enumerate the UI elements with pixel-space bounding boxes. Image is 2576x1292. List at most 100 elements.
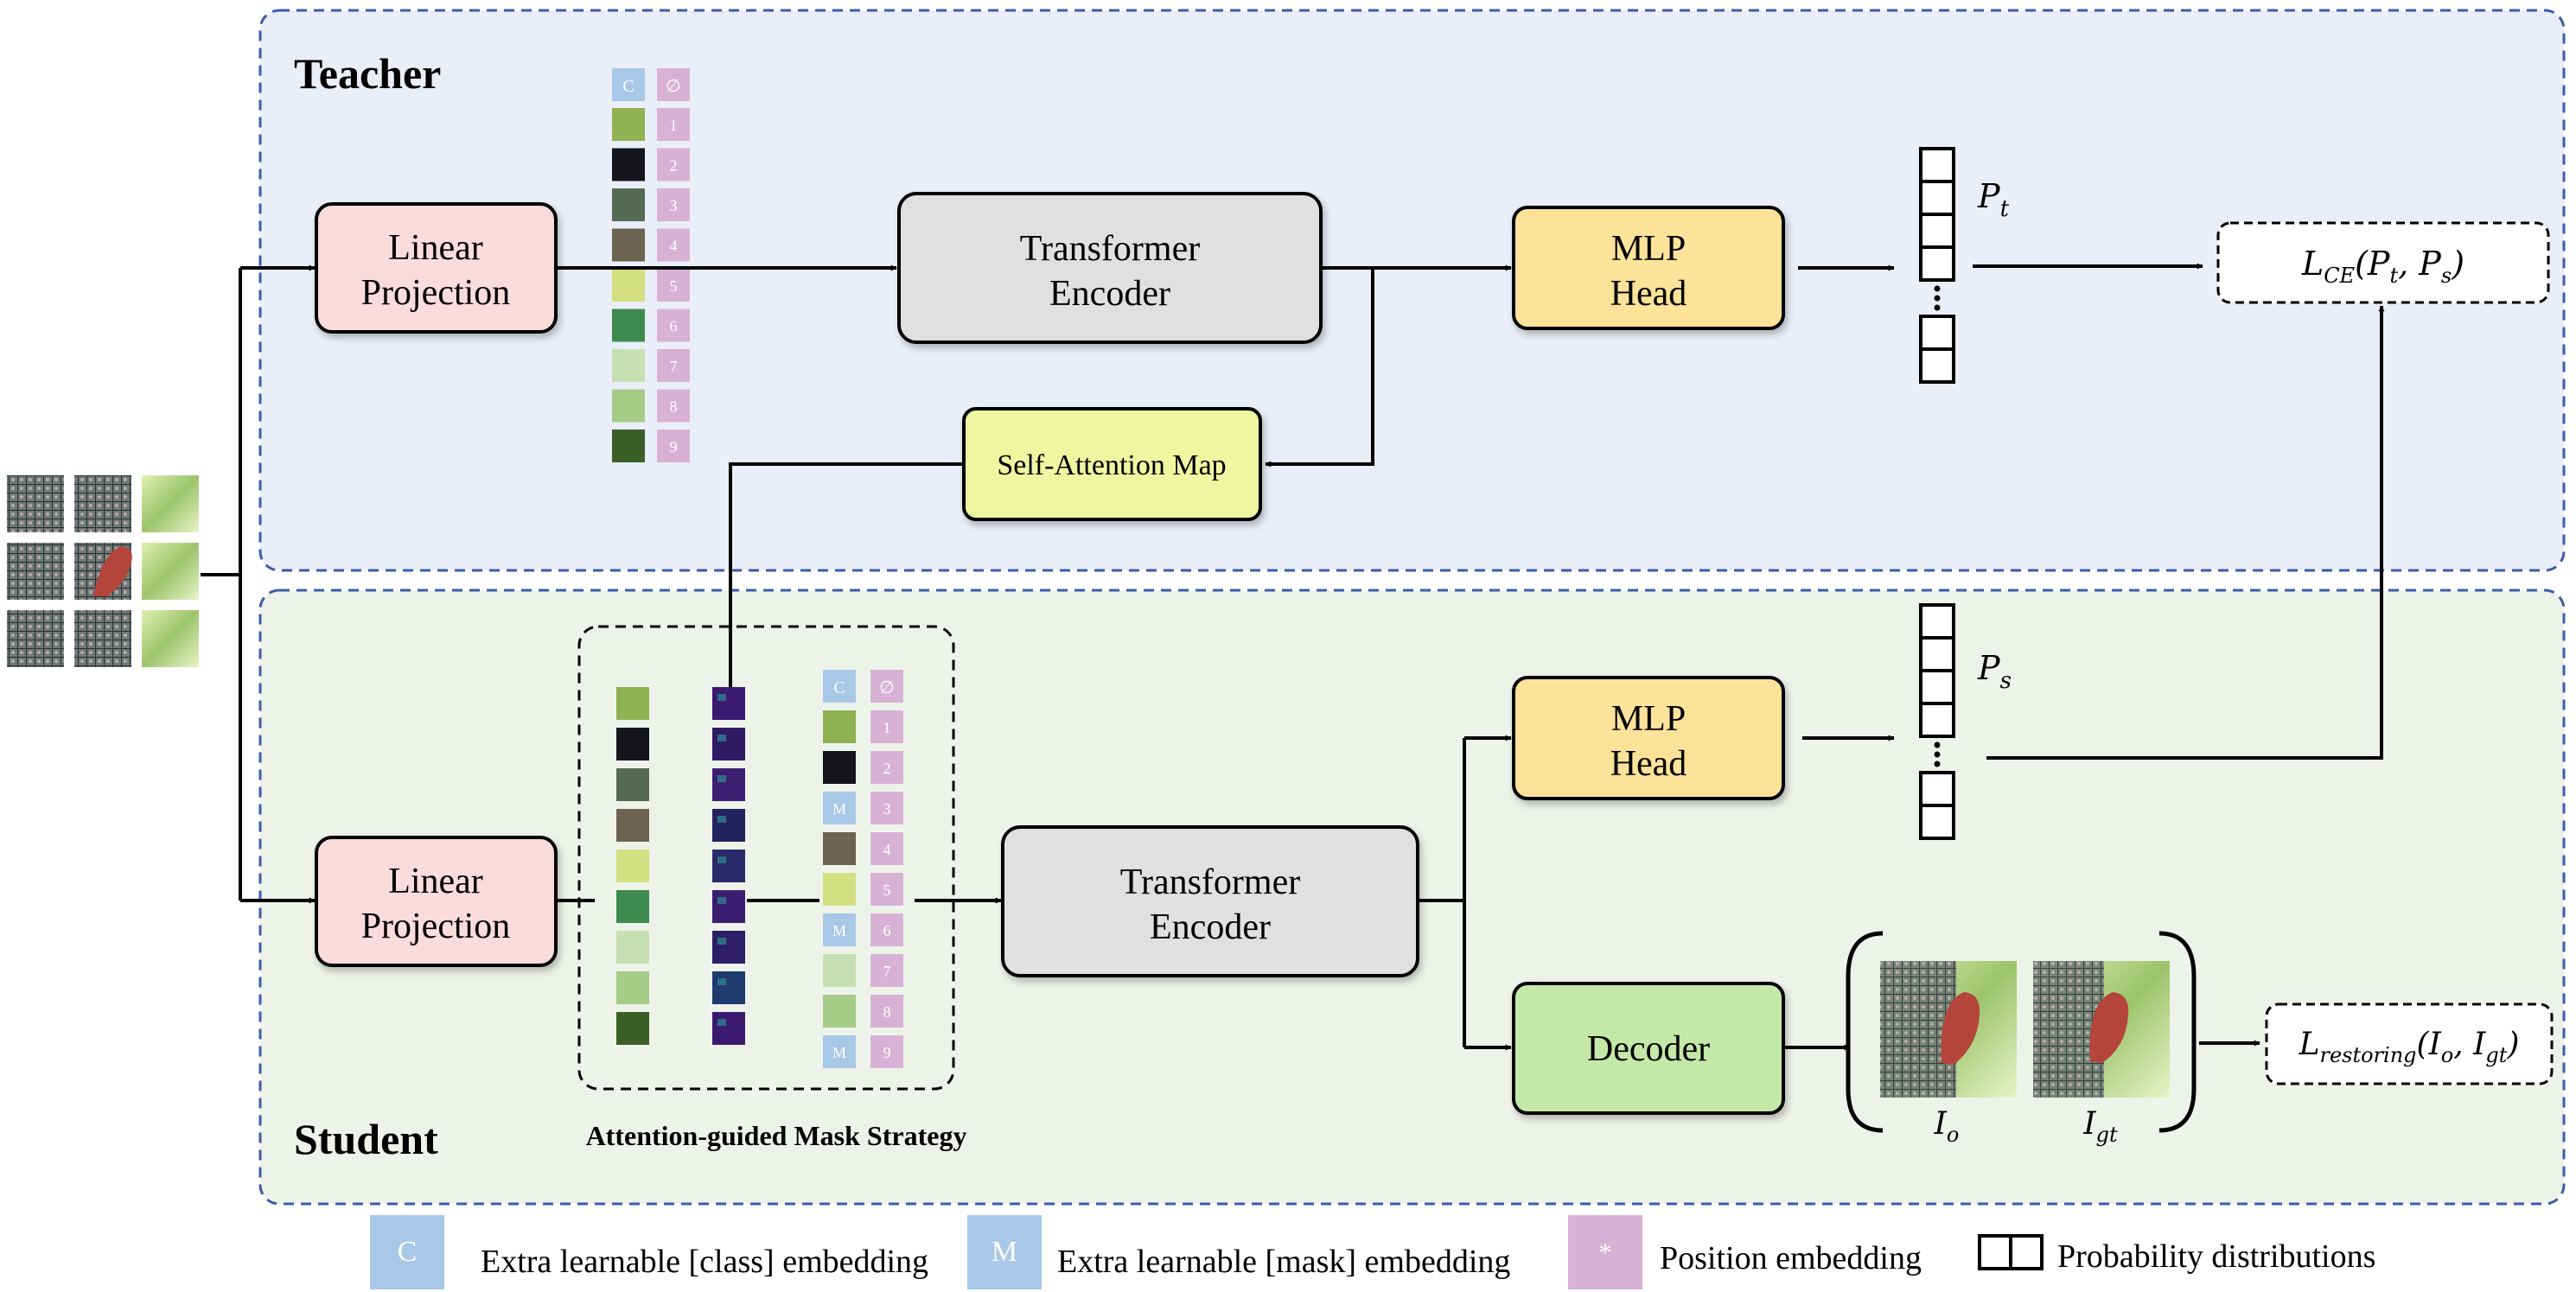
legend-position-label: Position embedding [1660,1240,1922,1276]
teacher-prob-label: Pt [1977,177,2010,222]
student-mlp-head [1512,676,1785,800]
ce-loss-label: LCE(Pt, Ps) [2301,245,2464,288]
teacher-encoder-label-2: Encoder [1049,274,1170,314]
legend-class-symbol: C [398,1236,418,1268]
ce-loss-box [2216,221,2550,304]
position-number: 8 [670,398,678,416]
position-token [870,995,903,1028]
attention-score [712,809,745,842]
position-number: 6 [883,922,891,939]
patch-token [612,430,645,462]
attention-to-mask [727,462,964,713]
patch-token [612,188,645,221]
bird-shape [93,546,132,596]
legend-mask-swatch [967,1215,1042,1289]
teacher-mlp-label-1: MLP [1611,229,1686,269]
position-token [657,309,690,342]
attention-score-column [712,687,745,1045]
student-prob-ellipsis [1934,741,1941,767]
patch-token [612,108,645,141]
mask-strategy-box [577,625,955,1091]
mask-token [823,1035,856,1068]
position-token [870,832,903,865]
student-prob-to-loss [1986,305,2385,760]
ground-truth-image [2033,961,2170,1098]
decoder-label: Decoder [1587,1029,1710,1069]
attention-highlight [717,694,726,701]
position-number: 2 [670,157,678,175]
position-number: 5 [883,881,891,899]
restoring-loss-label: Lrestoring(Io, Igt) [2299,1027,2520,1067]
attention-score [712,1012,745,1045]
position-token-empty: ∅ [879,678,894,697]
patch-token [823,995,856,1028]
position-number: 7 [670,358,678,375]
patch-token [616,728,649,761]
position-token [870,954,903,987]
mask-token-symbol: M [832,922,846,939]
patch-token [616,890,649,923]
attention-highlight [717,816,726,823]
attention-highlight [717,735,726,741]
patch-token [616,1012,649,1045]
attention-score [712,931,745,964]
patch-token [616,850,649,882]
position-number: 9 [670,438,678,455]
class-token-symbol: C [833,678,845,697]
patch-token [823,710,856,743]
patch-token [616,971,649,1004]
teacher-encoder-outputs [1265,264,1512,468]
mask-token-symbol: M [832,800,846,818]
student-mlp-label-2: Head [1610,744,1687,784]
student-mlp-label-1: MLP [1611,699,1686,739]
attention-score [712,768,745,801]
teacher-linear-label-2: Projection [361,273,511,313]
position-token [657,228,690,262]
legend-prob-box-right [2009,1234,2044,1270]
input-connectors [201,264,316,904]
mask-token [823,792,856,824]
student-patch-column [616,687,649,1045]
position-token [870,1035,903,1068]
patch-token [612,349,645,382]
teacher-probability-vector [1919,147,1955,384]
patch-token [823,954,856,987]
legend-mask-symbol: M [992,1236,1017,1268]
patch-token [612,269,645,302]
position-token [657,108,690,141]
legend-mask-label: Extra learnable [mask] embedding [1057,1244,1510,1280]
input-patch [7,610,64,667]
student-probability-vector [1919,603,1955,840]
attention-highlight [717,775,726,782]
patch-token [612,309,645,342]
patch-token [823,873,856,906]
attention-highlight [717,856,726,863]
class-token [612,68,645,101]
position-token [657,68,690,101]
legend-class-label: Extra learnable [class] embedding [481,1244,928,1280]
patch-token [612,228,645,262]
left-parenthesis [1846,931,1884,1133]
student-prob-label: Ps [1977,649,2012,694]
self-attention-label: Self-Attention Map [997,449,1226,481]
legend-prob-label: Probability distributions [2057,1238,2375,1275]
mask-token-symbol: M [832,1044,846,1061]
position-number: 4 [883,841,891,858]
student-encoder-label-2: Encoder [1150,907,1271,947]
teacher-prob-ellipsis [1934,285,1941,311]
input-patch [142,543,199,600]
input-patch [142,475,199,532]
patch-token [616,809,649,842]
patch-token [616,931,649,964]
position-token [657,148,690,181]
position-token [657,389,690,423]
output-image [1880,961,2017,1098]
position-number: 1 [883,719,891,736]
position-number: 3 [670,197,678,214]
patch-token [616,687,649,720]
attention-score [712,728,745,761]
input-patch [142,610,199,667]
patch-token [823,832,856,865]
output-image-label: Io [1934,1106,1960,1147]
class-token [823,670,856,703]
